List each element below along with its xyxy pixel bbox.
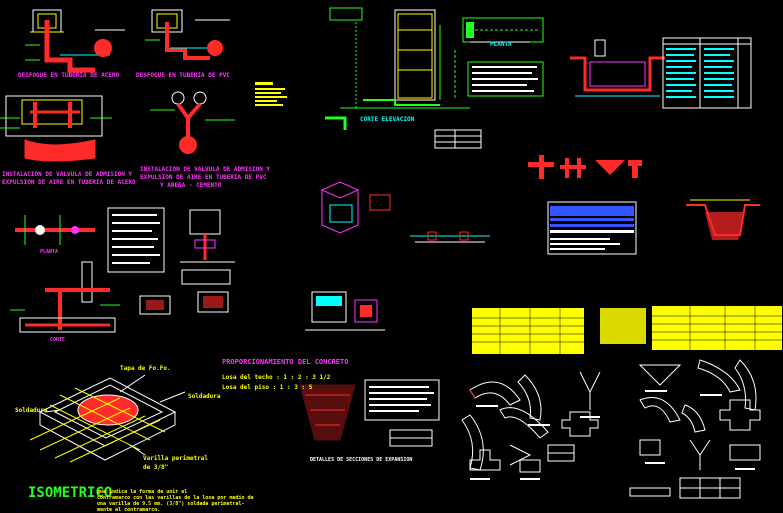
yellow-table-2 (600, 306, 782, 350)
title-corte: CORTE (50, 337, 66, 343)
title-desfogue-acero: DESFOGUE EN TUBERIA DE ACERO (18, 72, 120, 79)
detail-notas-box (107, 207, 165, 273)
title-planta-2: PLANTA (40, 249, 59, 255)
notes-block-1 (255, 82, 287, 106)
detail-corte-elevacion (325, 7, 470, 130)
title-corte-elevacion: CORTE ELEVACION (360, 116, 415, 123)
isometric-title: ISOMETRICO (28, 485, 113, 501)
legend-varilla-2: de 3/8" (143, 464, 169, 471)
notes-list (467, 61, 544, 97)
legend-tapa: Tapa de Fo.Fo. (120, 365, 171, 372)
title-secciones-expansion: DETALLES DE SECCIONES DE EXPANSION (310, 457, 413, 463)
isometric-note-3: una varilla de 9.5 mm. (3/8") soldada pe… (97, 501, 245, 507)
legend-losa-techo: Losa del techo : 1 : 2 : 3 1/2 (222, 374, 331, 381)
title-valvula-acero-2: EXPULSION DE AIRE EN TUBERIA DE ACERO (2, 179, 136, 186)
isometric-note-2: contramarco con las varillas de la losa … (97, 495, 254, 501)
title-desfogue-pvc: DESFOGUE EN TUBERIA DE PVC (136, 72, 230, 79)
small-table-1 (434, 129, 482, 149)
schedule-table (662, 37, 752, 109)
legend-varilla: Varilla perimetral (143, 455, 209, 462)
detail-isometrico (29, 374, 186, 463)
fittings-labels (470, 390, 755, 480)
title-proporcionamiento: PROPORCIONAMIENTO DEL CONCRETO (222, 358, 349, 366)
legend-soldadura-1: Soldadura (188, 393, 221, 400)
title-valvula-pvc-2: EXPULSION DE AIRE EN TUBERIA DE PVC (140, 174, 267, 181)
detail-fittings-table (547, 201, 637, 255)
detail-corte-valvula (180, 209, 235, 263)
detail-seccion-tanque (570, 39, 665, 97)
yellow-table-1 (472, 308, 584, 354)
isometric-note-1: que indica la forma de unir el (97, 489, 188, 495)
detail-valvula-linea (410, 231, 490, 243)
detail-seccion-tubo (305, 291, 385, 331)
detail-corte-principal (10, 261, 120, 333)
title-valvula-pvc-1: INSTALACION DE VALVULA DE ADMISION Y (140, 166, 271, 173)
detail-desfogue-acero (25, 9, 125, 73)
title-planta-1: PLANTA (490, 41, 512, 48)
title-valvula-acero-1: INSTALACION DE VALVULA DE ADMISION Y (2, 171, 133, 178)
detail-valvula-acero (0, 95, 112, 162)
detail-fittings-red (528, 155, 642, 179)
fittings-bottom-right (461, 359, 761, 499)
legend-soldadura-2: Soldadura (15, 407, 48, 414)
detail-planta-1 (462, 17, 544, 43)
detail-secciones-expansion (299, 379, 440, 447)
schedule-table-text (666, 48, 734, 98)
detail-anclaje (686, 199, 760, 240)
detail-valvula-pvc (150, 91, 235, 154)
detail-desfogue-pvc (145, 9, 230, 60)
detail-cajas-pequenas (139, 269, 231, 315)
detail-caja-isometrica (320, 181, 391, 234)
legend-losa-piso: Losa del piso : 1 : 3 : 5 (222, 384, 313, 391)
title-valvula-pvc-3: Y ARENA - CEMENTO (160, 182, 222, 189)
detail-planta-conexion (15, 215, 95, 245)
isometric-note-4: mente al contramarco. (97, 507, 161, 513)
